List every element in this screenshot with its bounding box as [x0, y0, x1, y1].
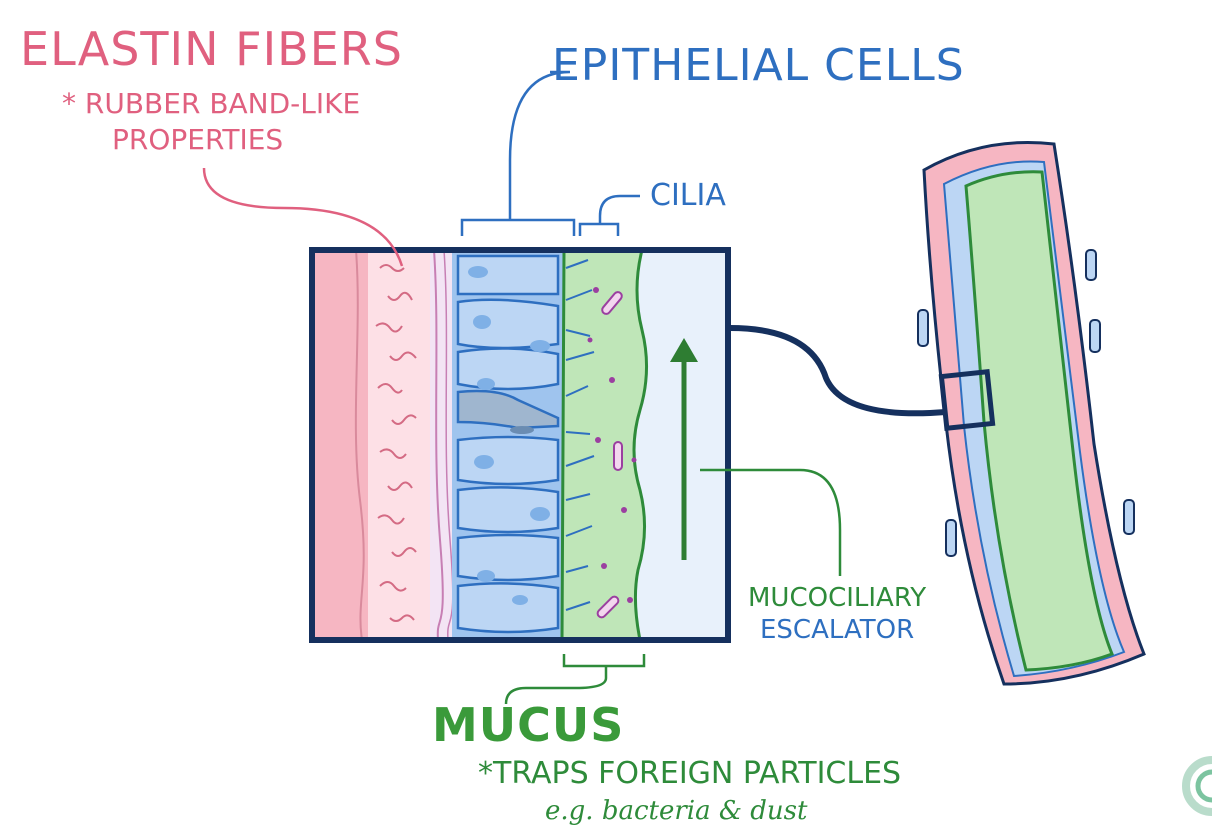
tissue-cross-section	[309, 247, 731, 643]
airway-tube	[917, 141, 1146, 686]
cartilage-bumps	[917, 249, 1135, 557]
elastin-note-line-1: * RUBBER BAND-LIKE	[62, 87, 361, 120]
mucus-note: *TRAPS FOREIGN PARTICLES	[478, 756, 902, 791]
annotation-lines	[202, 70, 842, 705]
elastin-layer	[368, 250, 430, 640]
cross-section-frame	[309, 247, 731, 643]
magnify-connector	[729, 325, 947, 417]
mucus-layer	[560, 248, 648, 642]
bacteria	[596, 291, 623, 619]
elastin-note: * RUBBER BAND-LIKE PROPERTIES	[62, 86, 360, 158]
magnify-box	[938, 368, 996, 432]
escalator-line-2: ESCALATOR	[760, 615, 915, 645]
cilia-label: CILIA	[650, 178, 726, 213]
foreign-particles	[587, 287, 637, 603]
mucus-label: MUCUS	[432, 698, 625, 752]
mucus-example: e.g. bacteria & dust	[545, 796, 808, 826]
epithelial-cell-layer	[452, 250, 564, 640]
outer-tissue-layer	[312, 250, 368, 640]
upward-arrow-icon	[670, 338, 698, 560]
escalator-line-1: MUCOCILIARY	[748, 583, 927, 613]
epithelial-cells-label: EPITHELIAL CELLS	[552, 40, 965, 91]
elastin-note-line-2: PROPERTIES	[112, 123, 284, 156]
elastin-fibers-label: ELASTIN FIBERS	[20, 22, 403, 76]
basement-membrane	[430, 250, 452, 640]
elastin-fibers	[375, 264, 417, 622]
logo-icon	[1182, 756, 1213, 816]
cilia-strands	[565, 259, 595, 611]
mucociliary-escalator-label: MUCOCILIARY ESCALATOR	[748, 582, 926, 646]
